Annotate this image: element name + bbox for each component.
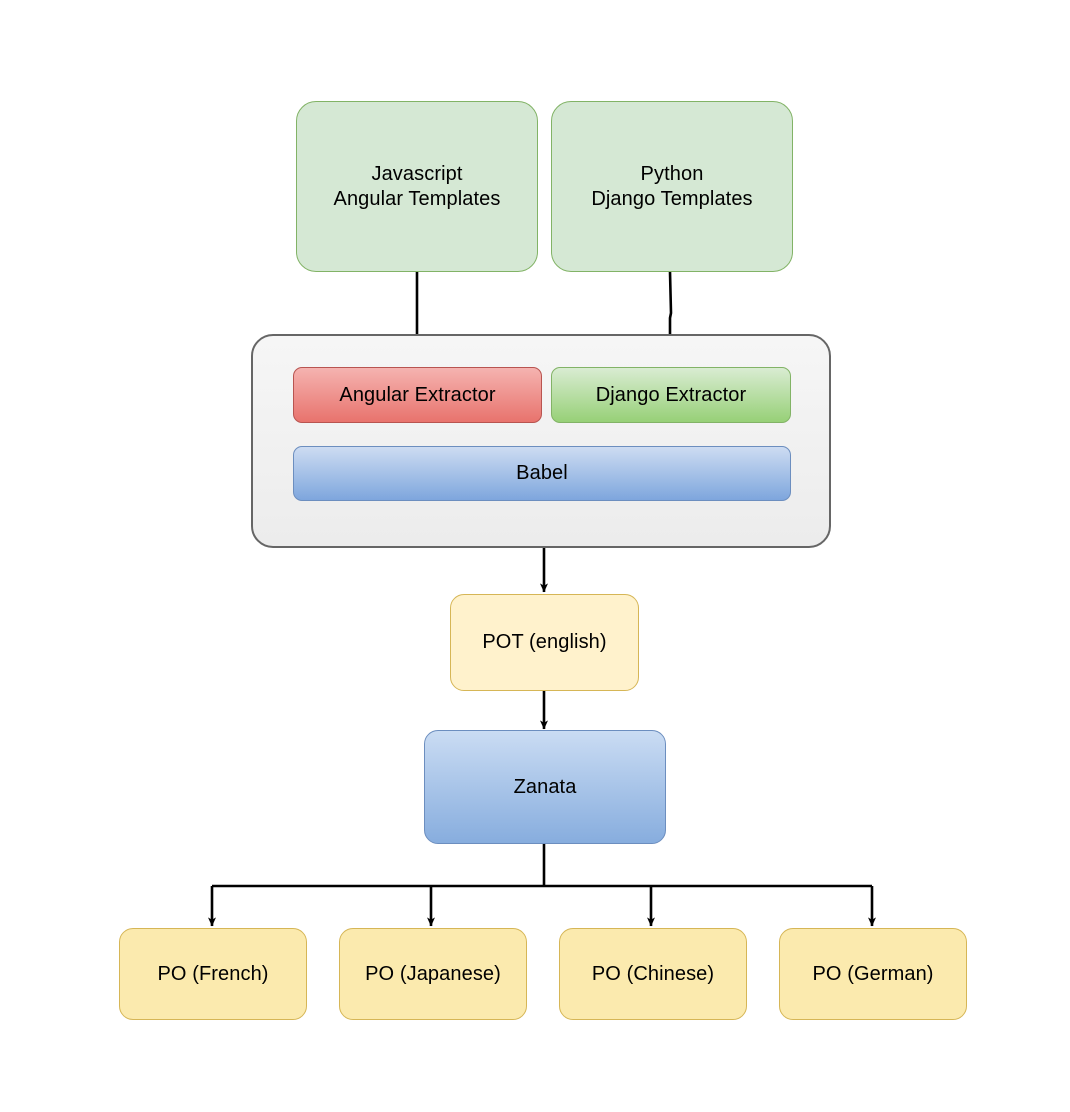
node-django-extractor-label: Django Extractor bbox=[595, 383, 747, 406]
node-po-japanese[interactable]: PO (Japanese) bbox=[339, 928, 527, 1020]
node-javascript-angular-templates[interactable]: Javascript Angular Templates bbox=[296, 101, 538, 272]
node-po-french-label: PO (French) bbox=[157, 962, 269, 985]
node-babel-label: Babel bbox=[516, 462, 568, 484]
node-po-french[interactable]: PO (French) bbox=[119, 928, 307, 1020]
node-angular-extractor[interactable]: Angular Extractor bbox=[293, 367, 542, 423]
node-po-chinese[interactable]: PO (Chinese) bbox=[559, 928, 747, 1020]
node-babel[interactable]: Babel bbox=[293, 446, 791, 501]
node-angular-extractor-label: Angular Extractor bbox=[339, 383, 496, 406]
node-po-german-label: PO (German) bbox=[812, 962, 934, 985]
node-django-extractor[interactable]: Django Extractor bbox=[551, 367, 791, 423]
node-zanata[interactable]: Zanata bbox=[424, 730, 666, 844]
node-pot-english[interactable]: POT (english) bbox=[450, 594, 639, 691]
node-zanata-label: Zanata bbox=[513, 775, 577, 798]
node-po-german[interactable]: PO (German) bbox=[779, 928, 967, 1020]
node-python-django-templates-label: Python Django Templates bbox=[591, 162, 753, 210]
node-javascript-angular-templates-label: Javascript Angular Templates bbox=[333, 162, 501, 210]
node-python-django-templates[interactable]: Python Django Templates bbox=[551, 101, 793, 272]
node-po-japanese-label: PO (Japanese) bbox=[365, 962, 501, 985]
node-po-chinese-label: PO (Chinese) bbox=[591, 962, 715, 985]
node-pot-english-label: POT (english) bbox=[482, 631, 607, 653]
